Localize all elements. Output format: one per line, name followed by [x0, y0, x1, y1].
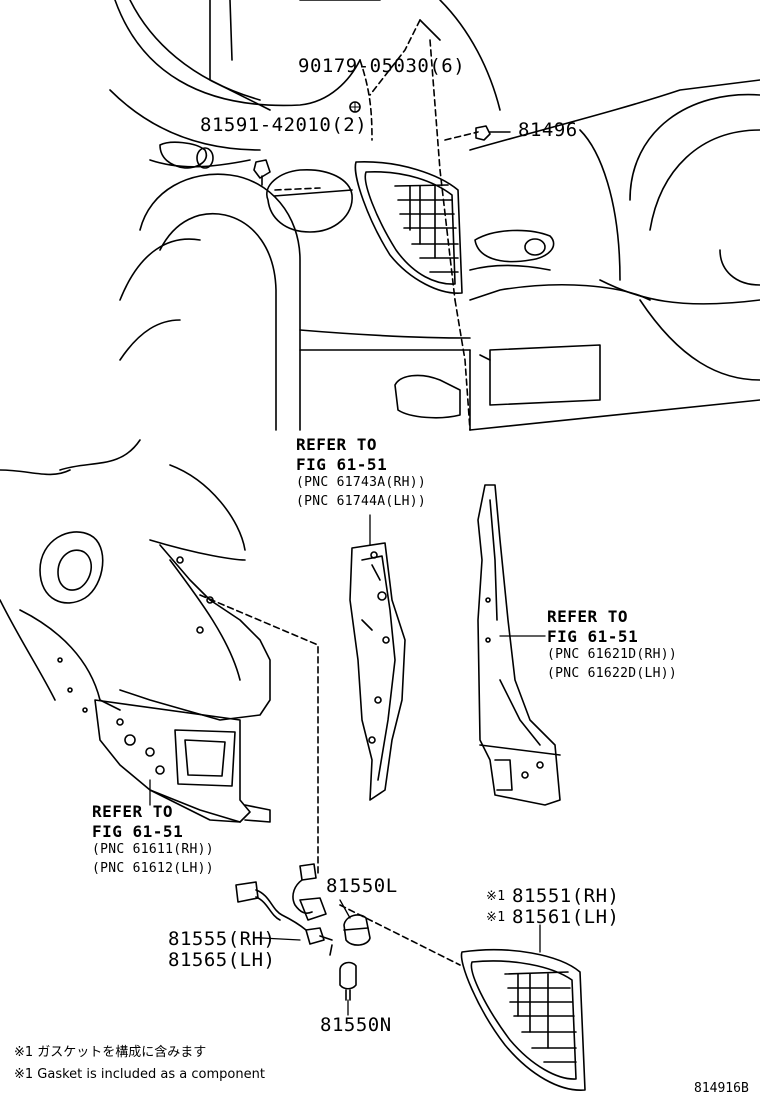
ref-c-line1: REFER TO [92, 802, 174, 821]
label-81551: 81551(RH) [512, 885, 620, 907]
ref-b-line2: FIG 61-51 [547, 627, 639, 646]
label-81550n: 81550N [320, 1014, 392, 1036]
asterisk-81561: ※1 [486, 910, 506, 925]
ref-a-line4: (PNC 61744A(LH)) [296, 494, 427, 509]
ref-c-line4: (PNC 61612(LH)) [92, 861, 214, 876]
ref-b-line4: (PNC 61622D(LH)) [547, 666, 678, 681]
ref-c-line2: FIG 61-51 [92, 822, 184, 841]
ref-c-line3: (PNC 61611(RH)) [92, 842, 214, 857]
socket-and-wire [235, 863, 333, 956]
note-japanese: ※1 ガスケットを構成に含みます [14, 1045, 207, 1060]
rear-lamp-assembly [460, 924, 586, 1091]
clip-90179 [349, 101, 361, 113]
vehicle-rear-quarter [109, 0, 760, 431]
ref-a-line3: (PNC 61743A(RH)) [296, 475, 427, 490]
ref-b-line1: REFER TO [547, 607, 629, 626]
asterisk-81551: ※1 [486, 889, 506, 904]
label-81561: 81561(LH) [512, 906, 620, 928]
bulb-81550l [343, 914, 371, 946]
lamp-bracket [349, 542, 406, 801]
figure-number: 814916B [694, 1081, 749, 1096]
label-90179: 90179-05030(6) [298, 55, 466, 77]
note-english: ※1 Gasket is included as a component [14, 1067, 265, 1082]
bulb-81550n [339, 961, 357, 1001]
cap-81496 [475, 125, 511, 141]
label-81565: 81565(LH) [168, 949, 276, 971]
label-81591: 81591-42010(2) [200, 114, 368, 136]
label-81496: 81496 [518, 119, 578, 141]
ref-a-line2: FIG 61-51 [296, 455, 388, 474]
label-81555: 81555(RH) [168, 928, 276, 950]
label-81550l: 81550L [326, 875, 398, 897]
clip-81591 [253, 159, 271, 186]
ref-b-line3: (PNC 61621D(RH)) [547, 647, 678, 662]
quarter-panel [0, 439, 271, 823]
pillar-panel [477, 484, 561, 806]
rear-lamp-installed [354, 161, 463, 294]
ref-a-line1: REFER TO [296, 435, 378, 454]
